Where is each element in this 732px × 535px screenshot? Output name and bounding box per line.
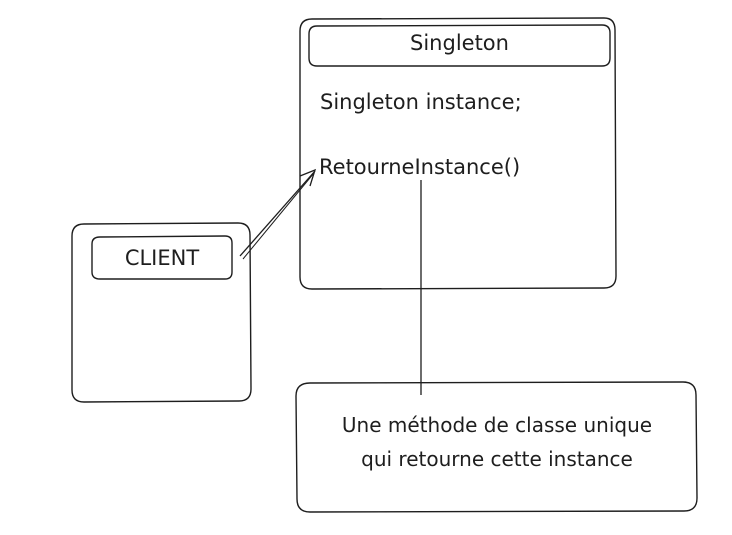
singleton-attribute-text: Singleton instance; xyxy=(320,90,522,114)
arrow-head xyxy=(299,168,317,187)
singleton-class-box[interactable] xyxy=(299,17,617,290)
note-line-2: qui retourne cette instance xyxy=(361,447,633,471)
client-title: CLIENT xyxy=(124,246,200,270)
singleton-title-box[interactable] xyxy=(308,24,611,67)
singleton-method-text: RetourneInstance() xyxy=(319,155,521,179)
client-to-method-arrow xyxy=(239,170,316,257)
note-box[interactable] xyxy=(295,381,698,513)
note-line-1: Une méthode de classe unique xyxy=(341,413,653,437)
client-title-box[interactable] xyxy=(91,235,233,280)
client-to-method-arrow-second-stroke xyxy=(242,172,315,260)
singleton-class-title: Singleton xyxy=(410,31,509,55)
client-box[interactable] xyxy=(71,222,252,403)
